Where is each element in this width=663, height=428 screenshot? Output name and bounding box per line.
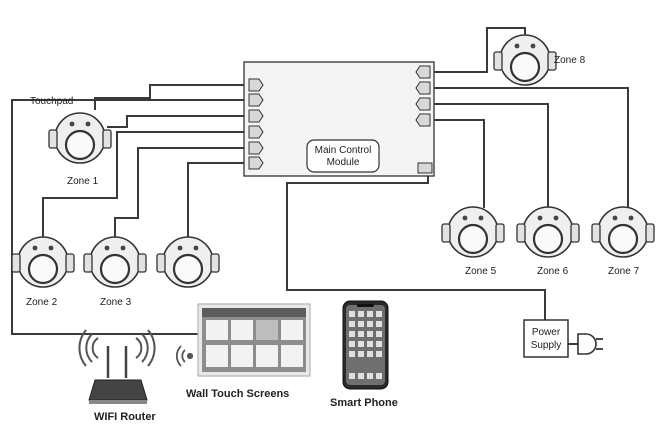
- port-right-3: [415, 97, 431, 111]
- zone1-speaker-icon: [47, 111, 113, 165]
- wiring: [11, 27, 629, 345]
- power-supply-label-line1: Power: [532, 327, 561, 338]
- wire-zone2: [42, 131, 249, 238]
- port-left-6: [248, 156, 264, 170]
- wire-zone4: [187, 162, 249, 238]
- wifi-router-label: WIFI Router: [94, 411, 156, 423]
- zone6-speaker-icon: [515, 205, 581, 259]
- port-left-1: [248, 78, 264, 92]
- zone1-label: Zone 1: [67, 176, 99, 187]
- zone2-label: Zone 2: [26, 297, 58, 308]
- smart-phone-label: Smart Phone: [330, 397, 398, 409]
- zone5-speaker-icon: [440, 205, 506, 259]
- module-label-line1: Main Control: [315, 145, 372, 156]
- touchpad-label: Touchpad: [30, 96, 73, 107]
- smart-phone: Smart Phone: [330, 300, 398, 409]
- power-supply: Power Supply: [523, 319, 603, 358]
- signal-waves-icon: [175, 345, 194, 367]
- wire-zone8: [424, 27, 526, 73]
- port-left-4: [248, 125, 264, 139]
- touch-screen-tiles: [206, 320, 303, 367]
- zone8-label: Zone 8: [554, 55, 586, 66]
- wire-zone1: [107, 115, 249, 128]
- zone3-speaker-icon: [82, 235, 148, 289]
- wifi-signal-icon: [78, 329, 156, 367]
- zone7-speaker-icon: [590, 205, 656, 259]
- router-body: [88, 379, 148, 401]
- touch-screen-header: [202, 308, 306, 317]
- port-right-1: [415, 65, 431, 79]
- power-plug-icon: [577, 333, 603, 355]
- wire-zone7: [424, 87, 629, 208]
- zone4-speaker-icon: [155, 235, 221, 289]
- main-control-module: Main Control Module: [243, 61, 435, 177]
- wire-wifi-router: [11, 99, 249, 335]
- port-left-5: [248, 141, 264, 155]
- port-left-3: [248, 109, 264, 123]
- wall-touch-screens-label: Wall Touch Screens: [186, 388, 289, 400]
- port-right-4: [415, 113, 431, 127]
- phone-notch: [357, 304, 374, 307]
- zone7-label: Zone 7: [608, 266, 640, 277]
- wire-zone5: [424, 119, 485, 208]
- wifi-router: WIFI Router: [78, 329, 156, 423]
- wire-zone6: [424, 103, 549, 208]
- port-left-2: [248, 93, 264, 107]
- port-right-2: [415, 81, 431, 95]
- zone2-speaker-icon: [10, 235, 76, 289]
- zone3-label: Zone 3: [100, 297, 132, 308]
- zone6-label: Zone 6: [537, 266, 569, 277]
- wall-touch-screen: Wall Touch Screens: [175, 303, 311, 400]
- wire-touchpad: [94, 84, 249, 110]
- wire-power-supply: [286, 175, 546, 320]
- phone-app-grid: [349, 311, 382, 379]
- power-supply-box: [523, 319, 569, 358]
- module-label-box: [306, 139, 380, 173]
- phone-screen: [346, 305, 385, 385]
- module-label-line2: Module: [327, 157, 360, 168]
- zone8-speaker-icon: [492, 33, 558, 87]
- router-base: [89, 400, 147, 404]
- power-supply-label-line2: Supply: [531, 340, 562, 351]
- zone5-label: Zone 5: [465, 266, 497, 277]
- wire-zone3: [114, 147, 249, 238]
- port-power: [417, 162, 433, 174]
